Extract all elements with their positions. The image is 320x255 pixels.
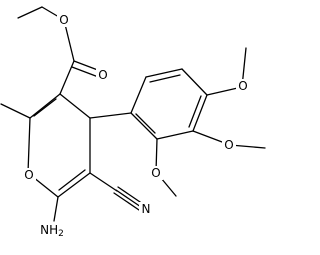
bond-c2-methyl (0, 103, 31, 119)
bond-ar1-ar6 (130, 76, 147, 114)
bond-nitrile-triple-2 (117, 186, 144, 205)
svg-text:O: O (98, 68, 107, 82)
bond-c6-c5-double-outer (57, 172, 91, 198)
bond-ar5-ar4 (181, 68, 208, 96)
svg-text:O: O (151, 166, 160, 180)
svg-text:O: O (224, 138, 233, 152)
bond-ar6-ar5-double-inner (149, 74, 181, 83)
bond-ar4-ar3-double-inner (188, 95, 202, 128)
svg-text:O: O (238, 79, 247, 93)
svg-text:NH2: NH2 (40, 223, 64, 239)
bond-c5-nitrile-c (89, 172, 118, 192)
chemical-structure: O O O NH2 N O O O (0, 6, 266, 239)
structure-canvas: O O O NH2 N O O O (0, 6, 266, 239)
bond-ethyl-ch3-ch2 (17, 6, 43, 19)
bond-ar3-ar2 (156, 130, 194, 140)
bond-c4-c3 (59, 93, 91, 119)
atom-methoxy-4-oxygen: O (236, 79, 250, 93)
bond-ar2-ar1-double-inner (135, 113, 156, 134)
bond-c3-c2-double-outer (29, 93, 61, 119)
svg-text:N: N (142, 202, 151, 216)
bond-carbonyl-ring-c3 (59, 60, 75, 95)
bond-c3-c2-double-inner (33, 98, 57, 117)
atom-ring-oxygen: O (22, 168, 36, 182)
svg-text:O: O (59, 13, 68, 27)
bond-ar6-ar5-double-outer (145, 68, 183, 78)
atom-nitrile-nitrogen: N (139, 202, 153, 216)
atom-carbonyl-oxygen: O (96, 68, 110, 82)
bond-c6-c5-double-inner (58, 169, 86, 191)
bond-ar2-ar1-double-outer (130, 112, 158, 140)
bond-c2-ring-o (27, 117, 31, 174)
atom-amino-group: NH2 (40, 222, 68, 239)
bond-c4-aryl (89, 112, 132, 119)
bond-ar4-ar3-double-outer (192, 94, 208, 132)
amino-label: NH (40, 223, 58, 237)
bond-c6-amino (53, 196, 59, 222)
atom-ester-oxygen: O (57, 13, 71, 27)
amino-subscript: 2 (58, 229, 64, 239)
bond-nitrile-triple-1 (115, 189, 142, 208)
svg-text:O: O (24, 168, 33, 182)
bond-nitrile-triple-3 (113, 192, 140, 211)
atom-methoxy-2-oxygen: O (149, 166, 163, 180)
atom-methoxy-3-oxygen: O (222, 138, 236, 152)
